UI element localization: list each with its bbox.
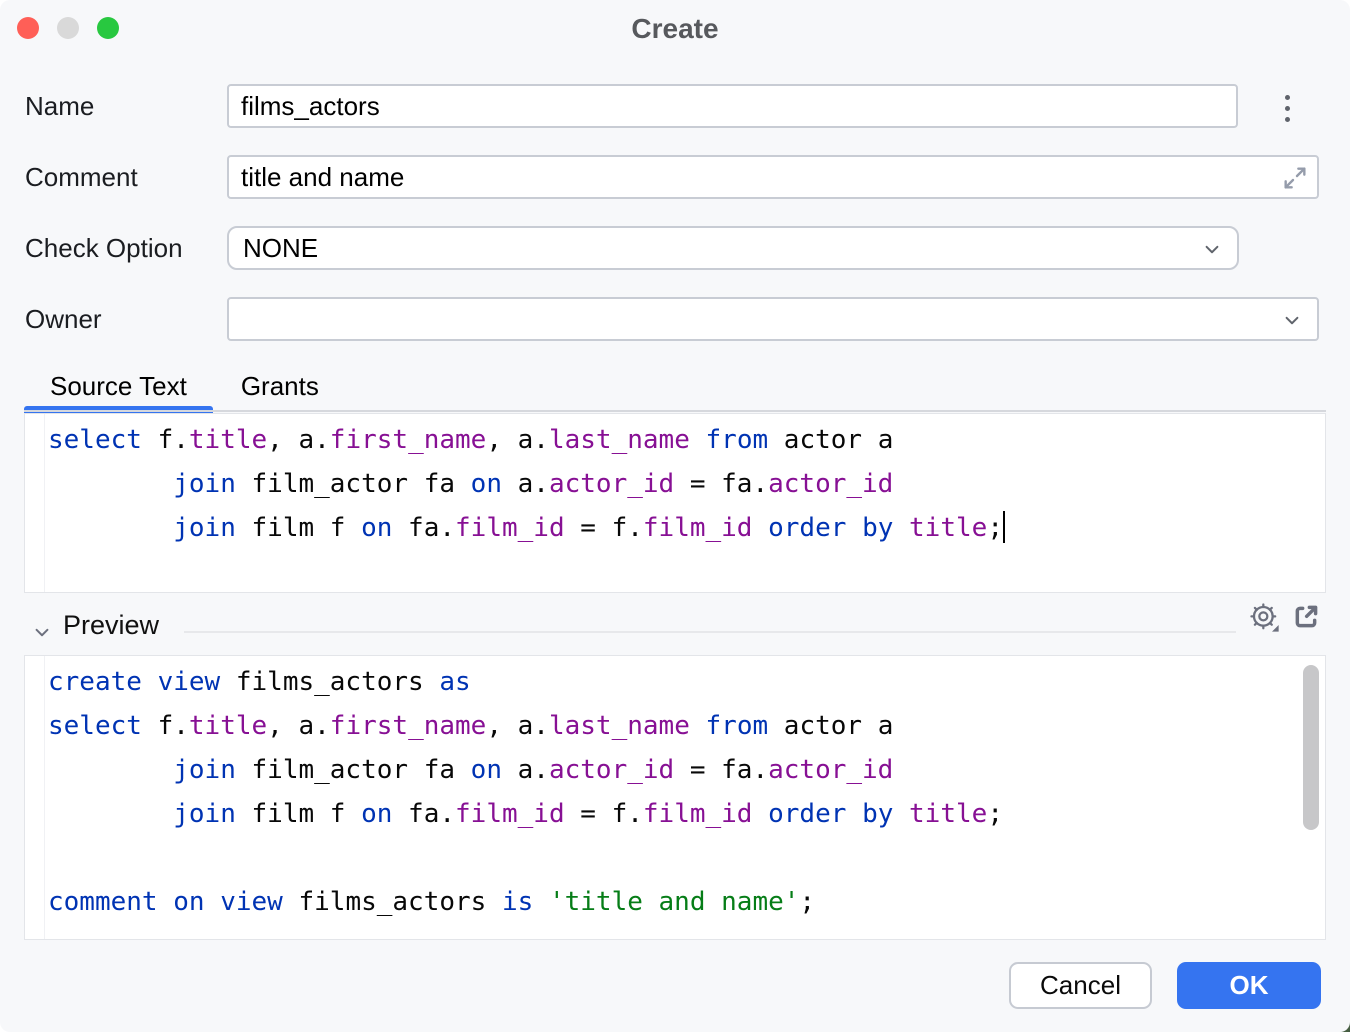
check-option-value: NONE (243, 232, 319, 263)
tab-source-text[interactable]: Source Text (24, 366, 213, 413)
code-line: create view films_actors as (48, 667, 471, 697)
check-option-select[interactable]: NONE (227, 226, 1239, 270)
owner-label: Owner (25, 304, 102, 334)
source-text-editor[interactable]: select f.title, a.first_name, a.last_nam… (24, 413, 1326, 593)
tabstrip-divider (24, 410, 1326, 412)
code-line: comment on view films_actors is 'title a… (48, 887, 816, 917)
tab-grants[interactable]: Grants (240, 371, 319, 401)
preview-section-title: Preview (63, 610, 160, 640)
preview-collapse-chevron-icon[interactable] (29, 619, 55, 645)
code-line: join film f on fa.film_id = f.film_id or… (173, 799, 1003, 829)
preview-divider (184, 631, 1236, 633)
minimize-window-button (57, 17, 79, 39)
code-line (48, 836, 1323, 880)
text-caret (1002, 510, 1005, 543)
chevron-down-icon (1279, 307, 1305, 340)
preview-code: create view films_actors as select f.titl… (45, 656, 1323, 939)
expand-icon[interactable] (1279, 162, 1311, 194)
preview-editor[interactable]: create view films_actors as select f.titl… (24, 655, 1326, 940)
code-line: join film_actor fa on a.actor_id = fa.ac… (173, 469, 894, 499)
active-tab-underline (24, 406, 213, 413)
name-label: Name (25, 91, 95, 121)
editor-tabs: Source Text Grants (24, 366, 347, 413)
window-controls (17, 17, 119, 39)
vertical-scrollbar-thumb[interactable] (1303, 665, 1319, 830)
chevron-down-icon (1199, 236, 1225, 269)
editor-gutter (25, 414, 45, 592)
dialog-title: Create (631, 13, 719, 44)
open-in-editor-icon[interactable] (1290, 601, 1322, 633)
zoom-window-button[interactable] (97, 17, 119, 39)
editor-gutter (25, 656, 45, 939)
code-line: join film f on fa.film_id = f.film_id or… (48, 506, 1323, 550)
ok-button[interactable]: OK (1177, 962, 1321, 1009)
owner-select[interactable] (227, 297, 1319, 341)
name-input[interactable] (227, 84, 1238, 128)
code-line: join film_actor fa on a.actor_id = fa.ac… (173, 755, 894, 785)
gear-icon[interactable] (1248, 601, 1280, 633)
kebab-menu-icon[interactable] (1277, 90, 1297, 126)
cancel-button[interactable]: Cancel (1009, 962, 1152, 1009)
comment-input[interactable] (227, 155, 1319, 199)
check-option-label: Check Option (25, 233, 183, 263)
code-line: select f.title, a.first_name, a.last_nam… (48, 425, 894, 455)
comment-label: Comment (25, 162, 138, 192)
source-code: select f.title, a.first_name, a.last_nam… (45, 414, 1323, 592)
close-window-button[interactable] (17, 17, 39, 39)
code-line: select f.title, a.first_name, a.last_nam… (48, 711, 894, 741)
